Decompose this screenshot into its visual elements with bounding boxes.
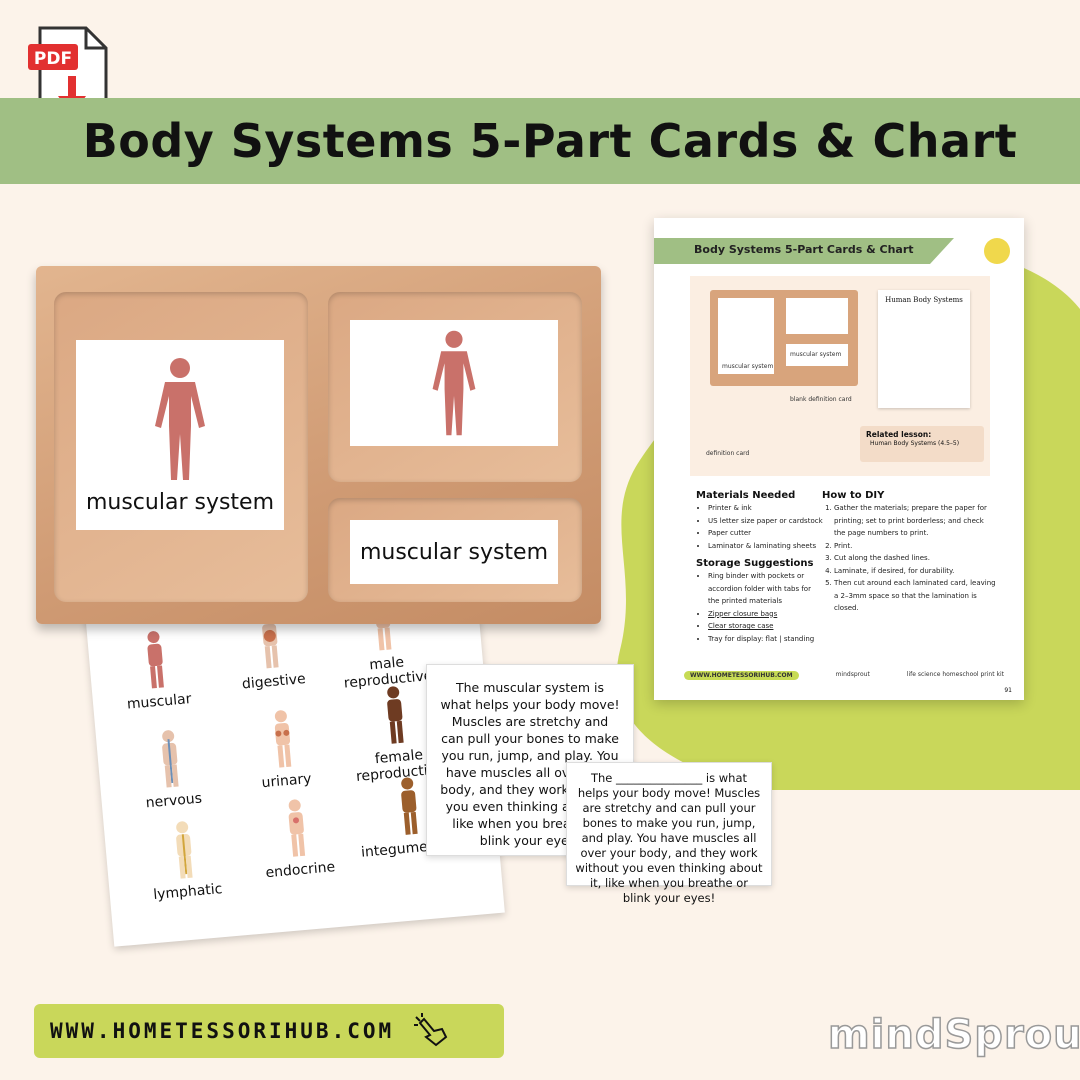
definition-callout: definition card	[706, 450, 750, 457]
blank-definition-card: The _______________ is what helps your b…	[566, 762, 772, 905]
website-link[interactable]: WWW.HOMETESSORIHUB.COM	[34, 1004, 504, 1058]
chart-item: endocrine	[234, 793, 361, 883]
label-card-text: muscular system	[359, 539, 549, 565]
chart-item: muscular	[93, 625, 220, 715]
endocrine-figure-icon	[288, 799, 306, 857]
page-title-bar	[654, 238, 954, 264]
mini-picture-card	[786, 298, 848, 334]
materials-list: Printer & ink US letter size paper or ca…	[698, 502, 828, 552]
book-page-preview: Body Systems 5-Part Cards & Chart muscul…	[654, 218, 1024, 700]
diy-steps: Gather the materials; prepare the paper …	[824, 502, 996, 615]
integumentary-figure-icon	[401, 777, 418, 835]
diy-heading: How to DIY	[822, 490, 885, 501]
muscular-figure-icon	[147, 631, 164, 689]
female-reproductive-figure-icon	[387, 686, 404, 744]
mini-tray: muscular system muscular system	[710, 290, 858, 386]
chart-item: nervous	[108, 724, 235, 814]
materials-heading: Materials Needed	[696, 490, 796, 501]
storage-heading: Storage Suggestions	[696, 558, 814, 569]
page-title: Body Systems 5-Part Cards & Chart	[82, 114, 1018, 168]
wooden-tray: muscular system muscular system	[36, 266, 601, 624]
muscular-figure-icon	[155, 357, 205, 480]
mini-label-card: muscular system	[786, 344, 848, 366]
logo-icon	[984, 238, 1010, 264]
mini-control-card: muscular system	[718, 298, 774, 374]
picture-card	[350, 320, 558, 446]
pdf-download-icon[interactable]: PDF	[28, 24, 110, 124]
blank-callout: blank definition card	[790, 396, 852, 403]
chart-item: urinary	[221, 704, 348, 794]
book-page-title: Body Systems 5-Part Cards & Chart	[694, 243, 914, 256]
chart-item: lymphatic	[122, 815, 249, 905]
pointer-hand-icon	[414, 1013, 448, 1047]
muscular-figure-icon	[432, 330, 476, 436]
related-lesson-box[interactable]: Related lesson: Human Body Systems (4.5–…	[860, 426, 984, 462]
control-card: muscular system	[76, 340, 284, 530]
book-page-footer: WWW.HOMETESSORIHUB.COM mindsprout life s…	[684, 671, 1004, 680]
body-systems-chart: skeletal circulatory muscular digestive …	[84, 565, 505, 947]
control-card-label: muscular system	[85, 489, 275, 515]
storage-list: Ring binder with pockets or accordion fo…	[698, 570, 818, 645]
website-url[interactable]: WWW.HOMETESSORIHUB.COM	[50, 1019, 395, 1043]
chart-item: integumentary	[347, 771, 474, 861]
page-number: 91	[1004, 687, 1012, 694]
page-hero-image: muscular system muscular system Human Bo…	[690, 276, 990, 476]
pdf-label: PDF	[34, 49, 72, 69]
mini-chart: Human Body Systems	[878, 290, 970, 408]
nervous-figure-icon	[162, 730, 179, 788]
label-card: muscular system	[350, 520, 558, 584]
brand-logo: mindSprout	[827, 1011, 1080, 1059]
title-banner: Body Systems 5-Part Cards & Chart	[0, 98, 1080, 184]
lymphatic-figure-icon	[176, 821, 193, 879]
chart-item: female reproductive	[333, 680, 461, 786]
urinary-figure-icon	[274, 710, 292, 768]
